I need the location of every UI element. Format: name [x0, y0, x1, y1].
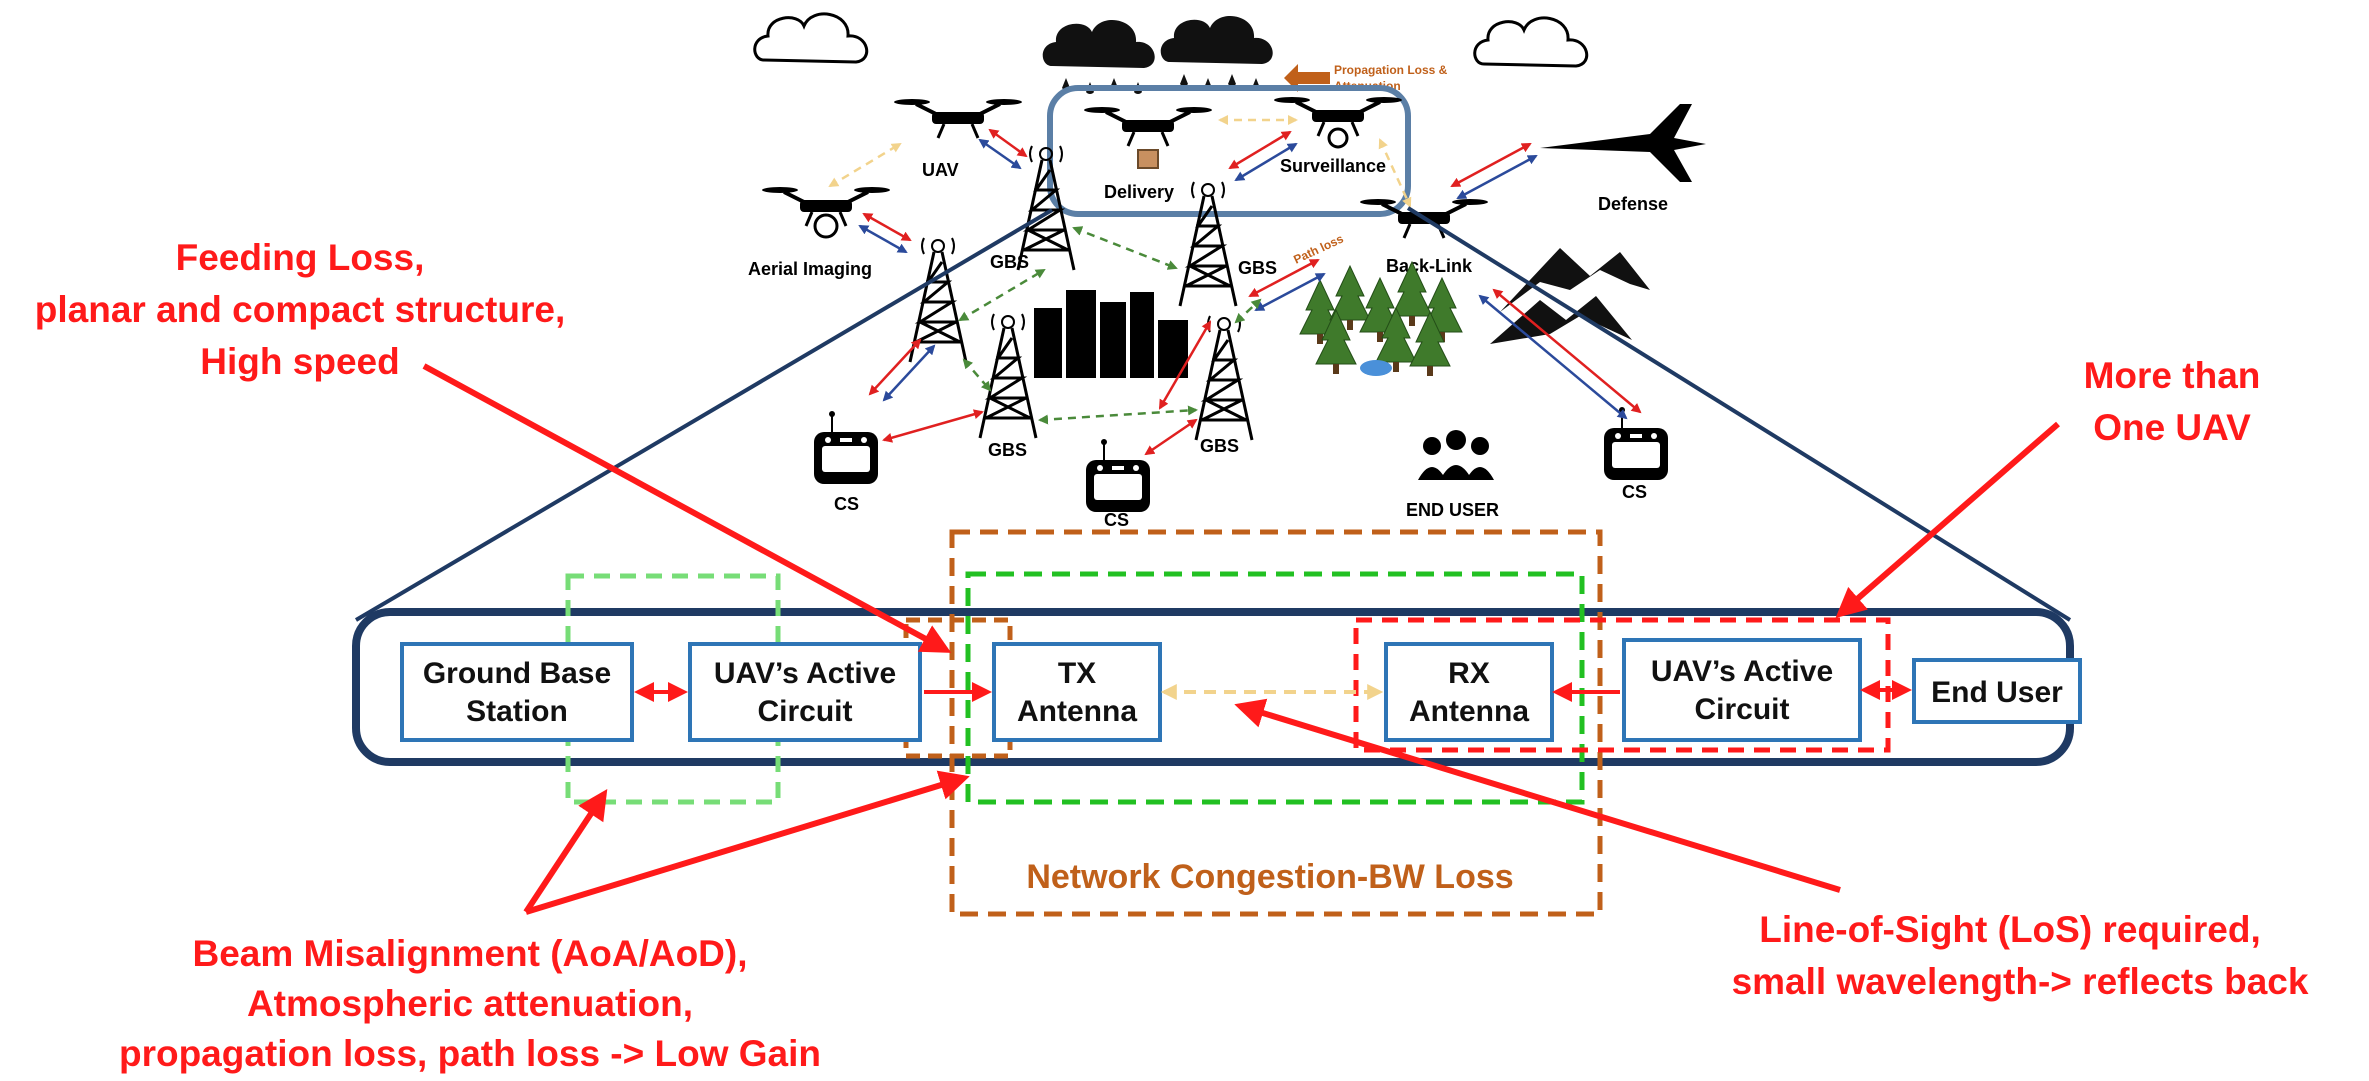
zoom-line-right: [1406, 206, 2072, 622]
end-user-box: [1912, 658, 2082, 724]
feeding-loss-annotation-line2: planar and compact structure,: [35, 289, 565, 330]
forest-icon: [1299, 261, 1463, 377]
feeding-loss-pointer-arrow: [422, 363, 952, 653]
tx-antenna-label-line2: Antenna: [1017, 695, 1137, 728]
propagation-note-line1: Propagation Loss &: [1334, 63, 1448, 77]
surveillance-label: Surveillance: [1280, 156, 1386, 176]
zoom-line-left: [354, 208, 1054, 622]
feeding-loss-annotation-line3: High speed: [200, 341, 399, 382]
rx-antenna-label-line1: RX: [1448, 657, 1490, 690]
delivery-label: Delivery: [1104, 182, 1174, 202]
beam-misalignment-annotation-line2: Atmospheric attenuation,: [247, 983, 693, 1024]
mountain-icon: [1500, 248, 1650, 312]
control-station-icon: [1603, 406, 1669, 481]
package-icon: [1137, 149, 1159, 169]
defense-label: Defense: [1598, 194, 1668, 214]
cs-label: CS: [1622, 482, 1647, 502]
aerial-imaging-label: Aerial Imaging: [748, 259, 872, 279]
feeding-loss-annotation-line1: Feeding Loss,: [176, 237, 425, 278]
cs-label: CS: [1104, 510, 1129, 530]
end-user-box-label: End User: [1931, 676, 2063, 709]
network-congestion-label: Network Congestion-BW Loss: [1026, 858, 1513, 896]
gbs-tower-icon: [1194, 314, 1254, 442]
uav-label: UAV: [922, 160, 959, 180]
more-uav-annotation-line1: More than: [2084, 355, 2261, 396]
feeding-zone-box: [903, 617, 1013, 759]
gbs-label: GBS: [1238, 258, 1277, 278]
end-user-scene-label: END USER: [1406, 500, 1499, 520]
los-annotation-line2: small wavelength-> reflects back: [1732, 961, 2309, 1002]
uav-active-circuit-2-line2: Circuit: [1694, 693, 1789, 726]
beam-pointer-arrow-right: [525, 770, 970, 915]
more-uav-annotation-line2: One UAV: [2093, 407, 2251, 448]
uav-active-circuit-box-1: [688, 642, 922, 742]
control-station-icon: [813, 410, 879, 485]
rain-cloud-icon: [1160, 15, 1273, 91]
los-annotation-line1: Line-of-Sight (LoS) required,: [1759, 909, 2261, 950]
gbs-label: GBS: [988, 440, 1027, 460]
gbs-label: GBS: [990, 252, 1029, 272]
los-pointer-arrow: [1234, 698, 1841, 893]
more-uav-pointer-arrow: [1835, 421, 2060, 618]
uav-drone-icon: [892, 97, 1024, 140]
cs-label: CS: [834, 494, 859, 514]
gbs-tower-icon: [978, 312, 1038, 440]
back-link-label: Back-Link: [1386, 256, 1473, 276]
camera-icon: [813, 213, 839, 239]
end-user-group-icon: [1418, 430, 1494, 480]
delivery-drone-icon: [1082, 105, 1214, 148]
gbs-label: GBS: [1200, 436, 1239, 456]
rain-cloud-icon: [1042, 19, 1155, 95]
tx-antenna-label-line1: TX: [1058, 657, 1096, 690]
uav-active-circuit-1-line2: Circuit: [757, 695, 852, 728]
network-congestion-zone-box: [949, 529, 1603, 917]
uav-active-circuit-box-2: [1622, 638, 1862, 742]
gbs-tower-icon: [1178, 180, 1238, 308]
beam-misalignment-annotation-line1: Beam Misalignment (AoA/AoD),: [192, 933, 747, 974]
cloud-icon: [753, 12, 869, 64]
rx-antenna-label-line2: Antenna: [1409, 695, 1529, 728]
imaging-drone-icon: [760, 185, 892, 228]
defense-aircraft-icon: [1540, 104, 1706, 182]
tx-antenna-box: [992, 642, 1162, 742]
ground-base-station-label-line1: Ground Base: [423, 657, 611, 690]
ground-base-station-box: [400, 642, 634, 742]
control-station-icon: [1085, 438, 1151, 513]
top-scene: Propagation Loss & Attenuation UAV Deliv…: [748, 12, 1706, 530]
cloud-icon: [1473, 16, 1589, 68]
ground-base-station-label-line2: Station: [466, 695, 568, 728]
path-loss-note: Path loss: [1291, 231, 1346, 266]
uav-active-circuit-2-line1: UAV’s Active: [1651, 655, 1833, 688]
beam-pointer-arrow-left: [523, 788, 608, 914]
los-zone-box: [965, 571, 1585, 805]
beam-misalignment-annotation-line3: propagation loss, path loss -> Low Gain: [119, 1033, 821, 1074]
uav-active-circuit-1-line1: UAV’s Active: [714, 657, 896, 690]
camera-icon: [1327, 127, 1349, 149]
city-buildings-icon: [1034, 290, 1188, 378]
